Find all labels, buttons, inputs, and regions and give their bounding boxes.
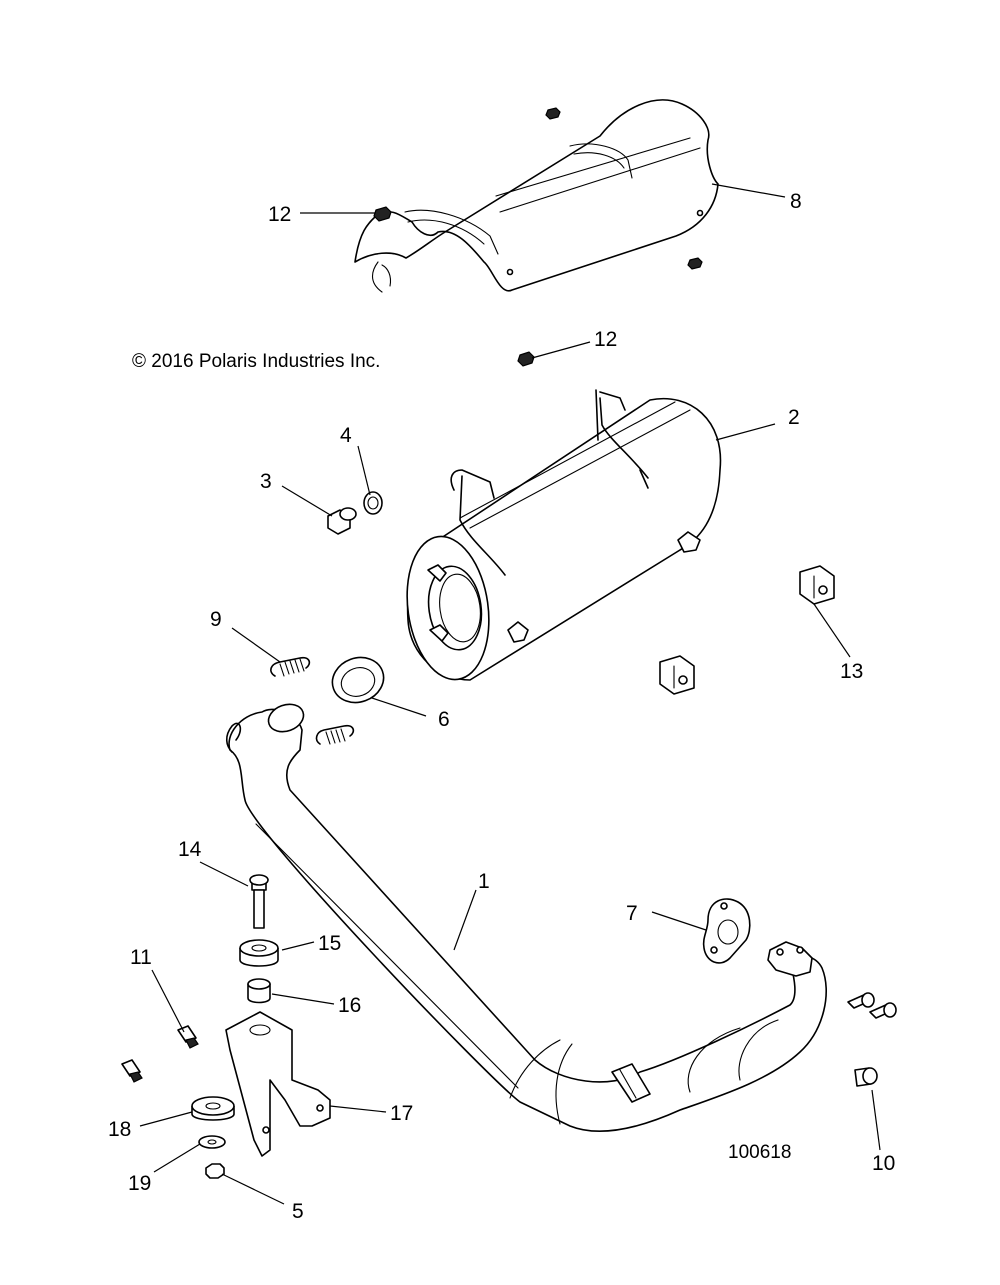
callout-5: 5	[292, 1200, 304, 1223]
head-pipe-part-1	[225, 703, 827, 1132]
callout-18: 18	[108, 1118, 131, 1141]
washer-part-19	[198, 1135, 226, 1149]
bolt-part-10	[847, 992, 897, 1087]
spacer-part-16	[247, 978, 271, 1004]
flange-gasket-part-7	[702, 898, 751, 964]
callout-12a: 12	[268, 203, 291, 226]
grommet-part-15	[239, 939, 279, 967]
plug-part-3	[327, 507, 357, 535]
isolator-part-13	[659, 565, 835, 695]
washer-part-4	[363, 491, 383, 515]
muffler-part-2	[406, 389, 722, 681]
callout-3: 3	[260, 470, 272, 493]
shield-bolt-12	[373, 107, 703, 367]
bolt-part-11	[121, 1025, 199, 1083]
grommet-part-18	[191, 1096, 235, 1121]
bolt-part-14	[249, 874, 269, 929]
spring-part-9	[270, 656, 355, 745]
callout-15: 15	[318, 932, 341, 955]
callout-19: 19	[128, 1172, 151, 1195]
callout-9: 9	[210, 608, 222, 631]
leader-lines	[139, 183, 881, 1205]
heat-shield-part-8	[354, 99, 719, 293]
callout-2: 2	[788, 406, 800, 429]
callout-13: 13	[840, 660, 863, 683]
callout-10: 10	[872, 1152, 895, 1175]
callout-4: 4	[340, 424, 352, 447]
callout-7: 7	[626, 902, 638, 925]
gasket-part-6	[331, 656, 385, 704]
figure-number: 100618	[728, 1142, 791, 1163]
callout-1: 1	[478, 870, 490, 893]
callout-labels: 1 2 3 4 5 6 7 8 9 10 11 12 12 13 14 15 1…	[108, 190, 895, 1223]
callout-12b: 12	[594, 328, 617, 351]
nut-part-5	[205, 1163, 225, 1179]
callout-11: 11	[130, 946, 152, 969]
callout-16: 16	[338, 994, 361, 1017]
callout-8: 8	[790, 190, 802, 213]
callout-17: 17	[390, 1102, 413, 1125]
callout-14: 14	[178, 838, 202, 861]
callout-6: 6	[438, 708, 450, 731]
bracket-part-17	[225, 1011, 331, 1157]
copyright-notice: © 2016 Polaris Industries Inc.	[132, 351, 380, 372]
